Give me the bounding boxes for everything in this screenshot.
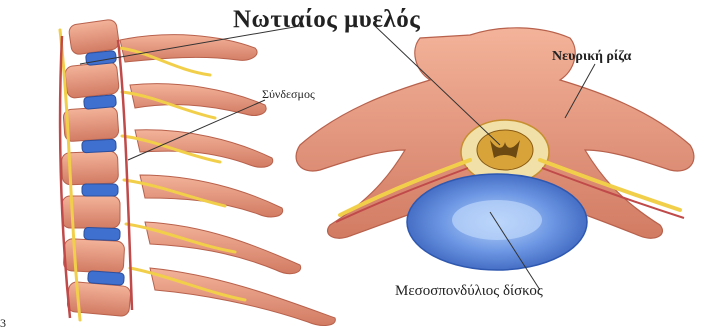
corner-mark: 3 [0, 316, 6, 331]
label-spinal-cord: Νωτιαίος μυελός [233, 6, 420, 34]
nucleus-pulposus [452, 200, 542, 240]
label-nerve-root: Νευρική ρίζα [552, 49, 631, 65]
label-disc: Μεσοσπονδύλιος δίσκος [395, 283, 543, 300]
vertebra-top-view [296, 28, 694, 270]
spine-side-view [60, 19, 335, 326]
spinous-processes [120, 35, 335, 326]
label-ligament: Σύνδεσμος [262, 87, 315, 102]
